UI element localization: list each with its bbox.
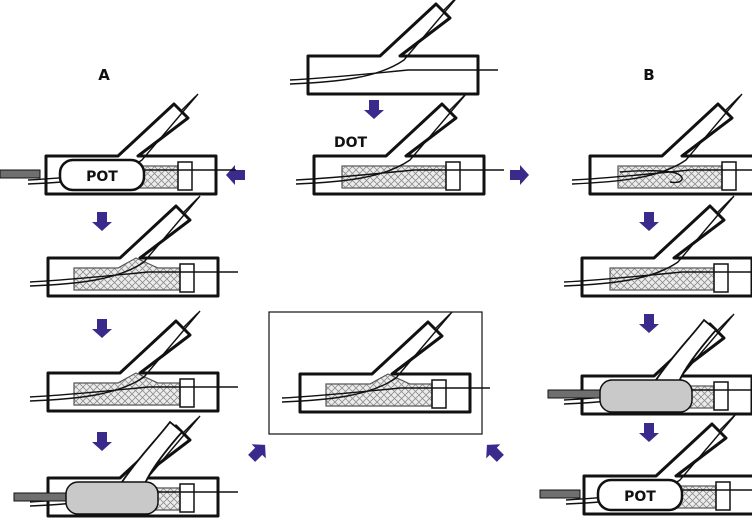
arrow-left-to-a [226, 165, 245, 185]
result-vessel [281, 311, 491, 414]
result-frame [268, 311, 483, 435]
arrow-diag-from-a [244, 437, 273, 466]
arrow-down-b2 [639, 314, 659, 333]
b-step-kissing [547, 313, 752, 416]
pot-label-a: POT [86, 169, 118, 185]
column-b-label: B [643, 66, 654, 84]
arrow-down-center [364, 100, 384, 119]
arrow-down-a1 [92, 212, 112, 231]
b-step-rewired [563, 195, 752, 298]
b-step-pot: POT [539, 413, 752, 516]
dot-label: DOT [334, 135, 368, 151]
b-step-rewire [571, 93, 752, 196]
a-step-rewire [29, 195, 239, 298]
arrow-down-b3 [639, 423, 659, 442]
arrow-down-a3 [92, 432, 112, 451]
arrow-right-to-b [510, 165, 529, 185]
arrow-down-b1 [639, 212, 659, 231]
column-a-label: A [98, 66, 110, 84]
arrow-down-a2 [92, 319, 112, 338]
a-step-kissing [13, 415, 239, 518]
center-step-dot [295, 93, 505, 196]
a-step-pot: POT [0, 93, 237, 196]
a-step-flared [29, 310, 239, 413]
center-step-wired [289, 0, 499, 96]
arrow-diag-from-b [479, 437, 508, 466]
pot-label-b: POT [624, 489, 656, 505]
